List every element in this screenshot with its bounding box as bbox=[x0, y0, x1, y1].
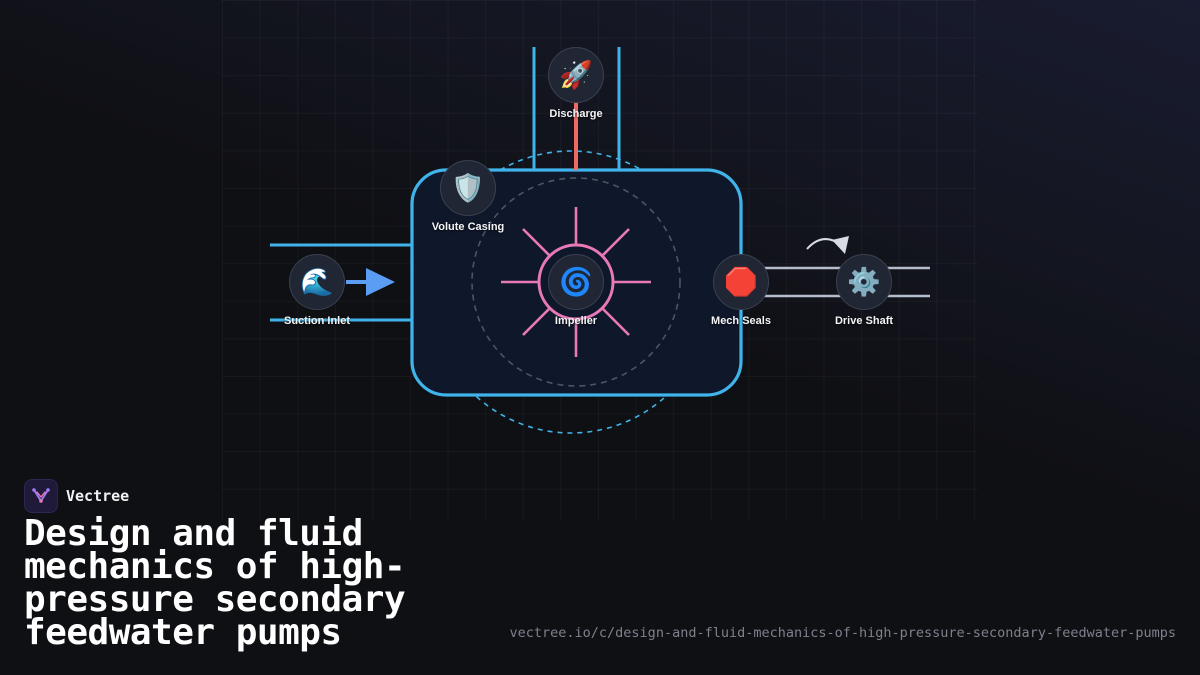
rotation-arrow-head bbox=[832, 236, 849, 254]
rocket-icon: 🚀 bbox=[559, 59, 593, 91]
stop-sign-icon: 🛑 bbox=[724, 266, 758, 298]
impeller-sweep-ring bbox=[471, 177, 681, 387]
water-wave-icon: 🌊 bbox=[300, 266, 334, 298]
page-url[interactable]: vectree.io/c/design-and-fluid-mechanics-… bbox=[509, 625, 1176, 641]
brand-name: Vectree bbox=[66, 487, 130, 505]
volute-casing-node[interactable]: 🛡️ bbox=[440, 160, 496, 216]
brand: Vectree bbox=[24, 479, 129, 513]
impeller-label: Impeller bbox=[554, 315, 598, 327]
volute-casing-label: Volute Casing bbox=[431, 221, 505, 233]
impeller-node[interactable]: 🌀 bbox=[548, 254, 604, 310]
page-title: Design and fluid mechanics of high-press… bbox=[24, 513, 406, 653]
shield-icon: 🛡️ bbox=[451, 172, 485, 204]
discharge-node[interactable]: 🚀 bbox=[548, 47, 604, 103]
suction-inlet-node[interactable]: 🌊 bbox=[289, 254, 345, 310]
mech-seals-label: Mech Seals bbox=[711, 315, 771, 327]
drive-shaft-label: Drive Shaft bbox=[834, 315, 894, 327]
drive-shaft-node[interactable]: ⚙️ bbox=[836, 254, 892, 310]
gear-icon: ⚙️ bbox=[847, 266, 881, 298]
mech-seals-node[interactable]: 🛑 bbox=[713, 254, 769, 310]
suction-inlet-label: Suction Inlet bbox=[284, 315, 350, 327]
discharge-label: Discharge bbox=[549, 108, 603, 120]
suction-flow-arrow-head bbox=[366, 268, 395, 296]
cyclone-icon: 🌀 bbox=[559, 266, 593, 298]
vectree-logo-icon bbox=[24, 479, 58, 513]
